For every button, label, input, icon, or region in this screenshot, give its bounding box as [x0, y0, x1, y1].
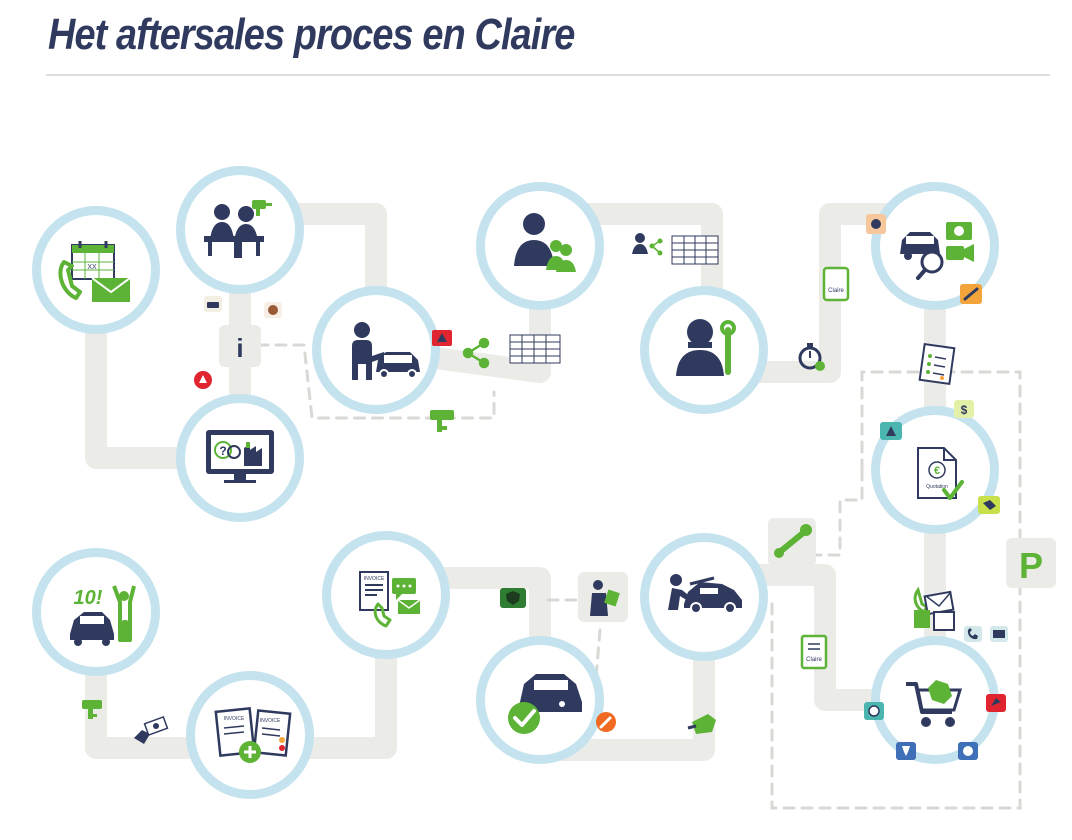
info-tile — [219, 325, 261, 367]
question-mark: ? — [219, 444, 226, 458]
score-label: 10! — [74, 587, 103, 609]
customers-icon — [514, 213, 576, 272]
mechanic-icon — [676, 319, 736, 376]
user-share-icon — [632, 233, 663, 256]
money-hand-icon — [134, 715, 169, 744]
key-icon — [430, 410, 454, 432]
invoice-label-3: INVOICE — [260, 718, 281, 724]
key-icon-2 — [82, 700, 102, 719]
claire-tablet-icon: Claire — [800, 634, 828, 670]
share-icon — [462, 337, 490, 369]
wrench-tile-icon — [774, 524, 812, 558]
info-icon: i — [236, 333, 243, 363]
car-check-icon — [508, 674, 582, 734]
quotation-icon: € Quotation — [917, 447, 964, 500]
happy-customer-icon: 10! — [70, 585, 136, 646]
step-workshop[interactable] — [640, 286, 768, 414]
person-with-car-icon — [352, 322, 420, 380]
table-grid-icon-2 — [671, 235, 719, 265]
calendar-phone-mail-icon: XX — [58, 241, 131, 302]
invoice-phone-icon: INVOICE — [359, 571, 421, 628]
claire-phone-label: Claire — [828, 288, 844, 294]
mechanic-tile-icon — [590, 580, 620, 616]
checklist-icon — [918, 342, 956, 386]
monitor-icon: ? — [206, 430, 274, 483]
contact-cluster-icon — [913, 586, 955, 631]
calendar-cell-label: XX — [87, 264, 97, 271]
invoice-add-icon: INVOICE INVOICE — [214, 706, 292, 763]
euro-sign: € — [934, 465, 940, 477]
oil-can-icon — [687, 714, 716, 734]
title-divider — [46, 74, 1050, 76]
car-repair-icon — [668, 574, 742, 614]
dollar-badge — [954, 400, 974, 418]
claire-phone-icon: Claire — [822, 266, 850, 302]
phone-badge — [964, 626, 982, 642]
claire-tablet-label: Claire — [806, 657, 822, 663]
page-title: Het aftersales proces en Claire — [48, 10, 575, 59]
badges: Claire $ — [82, 214, 1008, 760]
shopping-cart-icon — [906, 680, 963, 727]
invoice-label-1: INVOICE — [364, 576, 385, 582]
dollar-sign: $ — [961, 403, 968, 417]
table-grid-icon — [509, 334, 561, 364]
dashed-guides — [238, 343, 1022, 810]
parking-icon: P — [1019, 545, 1043, 586]
step-check-in[interactable] — [312, 286, 440, 414]
invoice-label-2: INVOICE — [224, 716, 245, 722]
dealer-desk-icon — [204, 200, 272, 258]
parking-tile — [1006, 538, 1056, 588]
car-camera-icon — [900, 222, 974, 280]
timer-icon — [798, 343, 825, 371]
quotation-label: Quotation — [926, 484, 948, 490]
